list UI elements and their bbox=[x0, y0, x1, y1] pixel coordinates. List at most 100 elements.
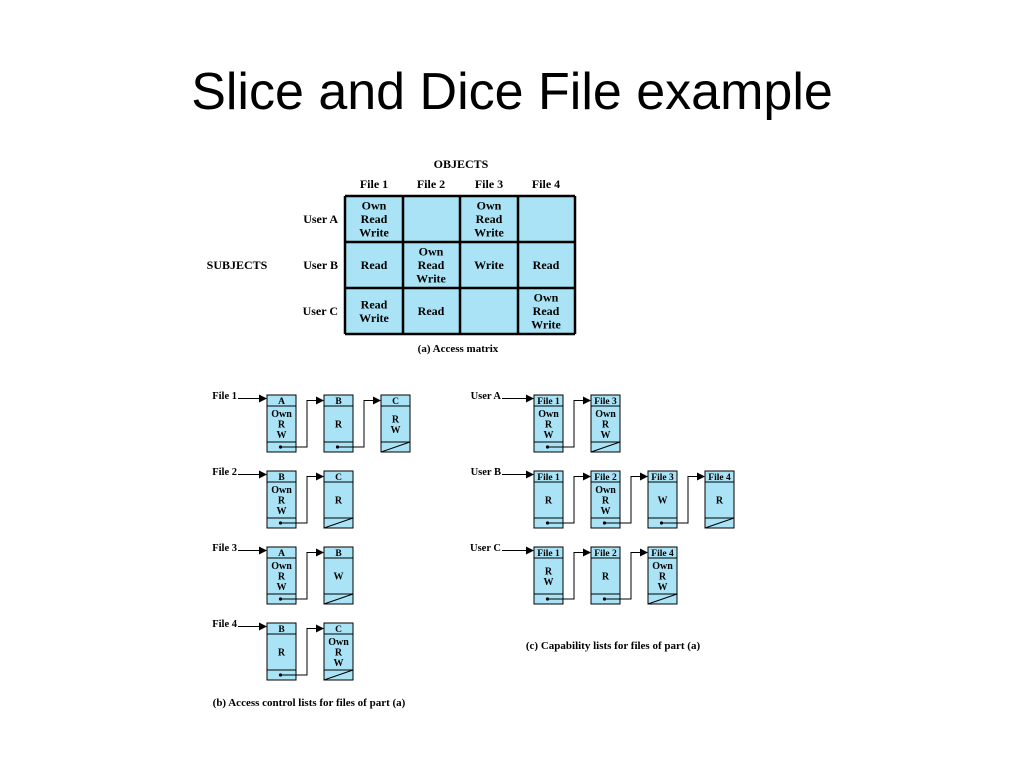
matrix-cell-text: Own bbox=[534, 291, 559, 305]
null-pointer-slash bbox=[647, 593, 678, 605]
node-right: W bbox=[334, 572, 344, 583]
matrix-cell-text: Read bbox=[418, 258, 445, 272]
node-right: R bbox=[335, 648, 343, 659]
list-link-arrow bbox=[661, 472, 705, 524]
node-right: R bbox=[716, 496, 724, 507]
list-link-arrow bbox=[547, 548, 591, 600]
node-right: R bbox=[602, 496, 610, 507]
matrix-col-header: File 2 bbox=[417, 177, 445, 191]
node-head: File 2 bbox=[594, 473, 617, 483]
node-right: W bbox=[601, 430, 611, 441]
list-link-arrow bbox=[280, 472, 324, 524]
null-pointer-slash bbox=[590, 441, 621, 453]
matrix-cell-text: Read bbox=[533, 304, 560, 318]
node-head: B bbox=[335, 549, 342, 559]
node-right: R bbox=[335, 420, 343, 431]
matrix-caption: (a) Access matrix bbox=[418, 343, 499, 355]
subjects-label: SUBJECTS bbox=[207, 258, 268, 272]
node-head: A bbox=[278, 397, 285, 407]
acl-caption: (b) Access control lists for files of pa… bbox=[213, 697, 406, 709]
node-right: Own bbox=[328, 637, 349, 648]
node-right: W bbox=[658, 496, 668, 507]
list-link-arrow bbox=[280, 396, 324, 448]
node-right: W bbox=[544, 577, 554, 588]
node-head: File 1 bbox=[537, 549, 560, 559]
node-right: Own bbox=[652, 561, 673, 572]
list-link-arrow bbox=[280, 548, 324, 600]
node-right: R bbox=[335, 496, 343, 507]
node-head: C bbox=[392, 397, 399, 407]
node-right: R bbox=[392, 414, 400, 425]
node-head: C bbox=[335, 625, 342, 635]
caps-caption: (c) Capability lists for files of part (… bbox=[526, 640, 701, 652]
node-right: Own bbox=[271, 409, 292, 420]
matrix-cell-text: Own bbox=[362, 199, 387, 213]
node-right: Own bbox=[595, 485, 616, 496]
slide-title: Slice and Dice File example bbox=[191, 63, 833, 121]
null-pointer-slash bbox=[323, 517, 354, 529]
matrix-row-header: User B bbox=[303, 258, 338, 272]
null-pointer-slash bbox=[323, 669, 354, 681]
node-head: File 1 bbox=[537, 397, 560, 407]
node-right: R bbox=[278, 496, 286, 507]
null-pointer-slash bbox=[704, 517, 735, 529]
matrix-cell-text: Read bbox=[361, 212, 388, 226]
list-label: User A bbox=[471, 391, 502, 402]
node-right: W bbox=[601, 506, 611, 517]
node-right: Own bbox=[538, 409, 559, 420]
node-right: R bbox=[602, 572, 610, 583]
node-head: B bbox=[278, 473, 285, 483]
node-head: File 1 bbox=[537, 473, 560, 483]
node-right: W bbox=[277, 430, 287, 441]
node-right: R bbox=[545, 420, 553, 431]
list-label: File 3 bbox=[212, 543, 237, 554]
node-right: R bbox=[659, 572, 667, 583]
node-head: C bbox=[335, 473, 342, 483]
list-link-arrow bbox=[337, 396, 381, 448]
matrix-cell-text: Read bbox=[476, 212, 503, 226]
node-right: R bbox=[278, 648, 286, 659]
matrix-col-header: File 3 bbox=[475, 177, 503, 191]
objects-label: OBJECTS bbox=[434, 157, 489, 171]
matrix-cell-text: Write bbox=[416, 272, 446, 286]
node-head: B bbox=[278, 625, 285, 635]
matrix-row-header: User C bbox=[303, 304, 338, 318]
list-label: File 4 bbox=[212, 619, 238, 630]
node-right: W bbox=[658, 582, 668, 593]
matrix-cell-text: Write bbox=[359, 311, 389, 325]
matrix-cell-text: Own bbox=[419, 245, 444, 259]
null-pointer-slash bbox=[380, 441, 411, 453]
node-right: W bbox=[277, 506, 287, 517]
node-head: File 4 bbox=[651, 549, 674, 559]
matrix-cell-text: Write bbox=[474, 226, 504, 240]
matrix-cell-text: Write bbox=[531, 318, 561, 332]
list-label: File 2 bbox=[212, 467, 237, 478]
node-head: File 3 bbox=[651, 473, 674, 483]
node-right: W bbox=[544, 430, 554, 441]
node-right: Own bbox=[595, 409, 616, 420]
node-head: File 3 bbox=[594, 397, 617, 407]
null-pointer-slash bbox=[323, 593, 354, 605]
list-label: File 1 bbox=[212, 391, 237, 402]
list-link-arrow bbox=[604, 548, 648, 600]
node-right: R bbox=[278, 420, 286, 431]
matrix-cell-text: Own bbox=[477, 199, 502, 213]
list-link-arrow bbox=[280, 624, 324, 676]
list-link-arrow bbox=[547, 472, 591, 524]
node-head: B bbox=[335, 397, 342, 407]
matrix-cell-text: Write bbox=[359, 226, 389, 240]
list-link-arrow bbox=[604, 472, 648, 524]
node-head: File 2 bbox=[594, 549, 617, 559]
node-right: Own bbox=[271, 485, 292, 496]
node-right: W bbox=[277, 582, 287, 593]
matrix-cell-text: Read bbox=[361, 297, 388, 311]
node-right: W bbox=[334, 658, 344, 669]
matrix-cell-text: Read bbox=[361, 258, 388, 272]
matrix-row-header: User A bbox=[303, 212, 338, 226]
matrix-col-header: File 4 bbox=[532, 177, 560, 191]
node-right: R bbox=[602, 420, 610, 431]
matrix-cell-text: Read bbox=[418, 304, 445, 318]
node-right: R bbox=[545, 496, 553, 507]
node-head: File 4 bbox=[708, 473, 731, 483]
